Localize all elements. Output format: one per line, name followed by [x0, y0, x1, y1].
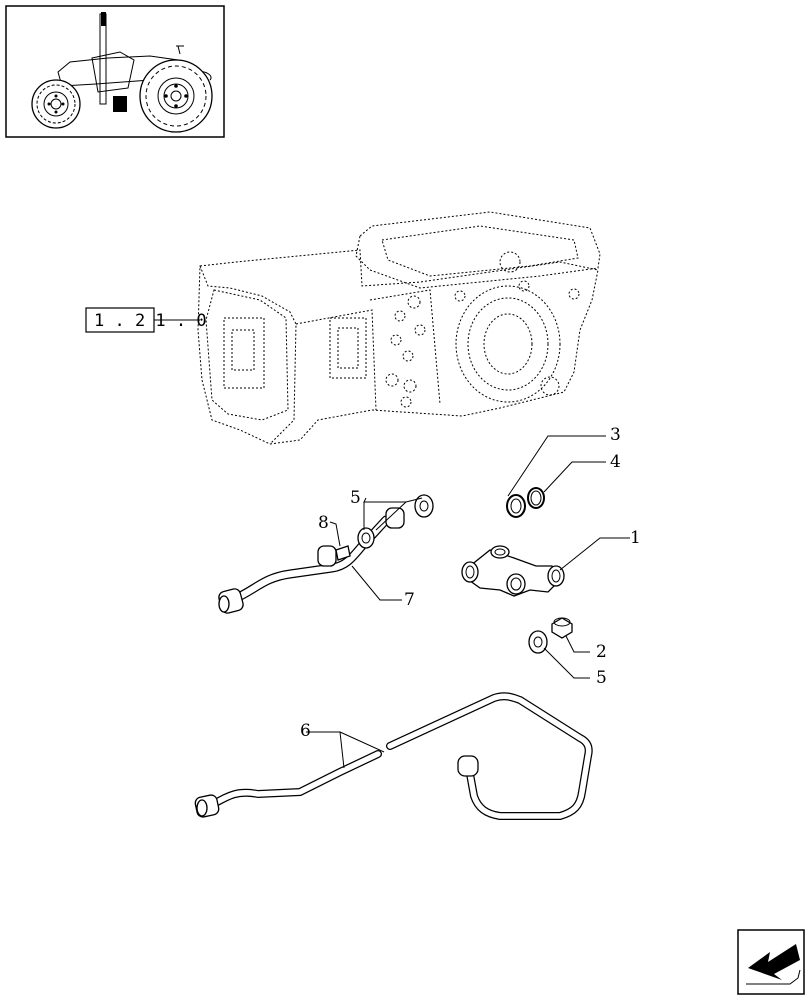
washer-part-upper-2 — [414, 494, 434, 518]
callout-4: 4 — [610, 452, 621, 472]
callout-3: 3 — [610, 425, 621, 445]
long-pipe-part — [194, 692, 593, 820]
callout-6: 6 — [300, 721, 311, 741]
transmission-housing — [197, 211, 601, 445]
previous-page-arrow-icon[interactable] — [737, 929, 805, 995]
snap-ring-part — [506, 494, 526, 518]
plug-part — [317, 545, 351, 567]
short-pipe-part — [218, 515, 391, 614]
banjo-union-part — [385, 507, 405, 529]
callout-8: 8 — [318, 513, 329, 533]
callout-5-lower: 5 — [596, 668, 607, 688]
washer-part-lower — [528, 630, 548, 654]
reference-box[interactable]: 1 . 2 1 . 0 — [85, 307, 207, 333]
o-ring-part — [527, 487, 545, 509]
callout-1: 1 — [630, 528, 641, 548]
reference-box-text: 1 . 2 1 . 0 — [94, 311, 207, 331]
tee-fitting-part — [461, 545, 565, 597]
leader-lines — [306, 435, 630, 769]
callout-7: 7 — [404, 590, 415, 610]
washer-part-upper-1 — [357, 527, 375, 549]
callout-5-upper: 5 — [350, 488, 361, 508]
tractor-thumbnail-icon — [5, 5, 225, 138]
banjo-bolt-part — [551, 617, 573, 639]
callout-2: 2 — [596, 642, 607, 662]
